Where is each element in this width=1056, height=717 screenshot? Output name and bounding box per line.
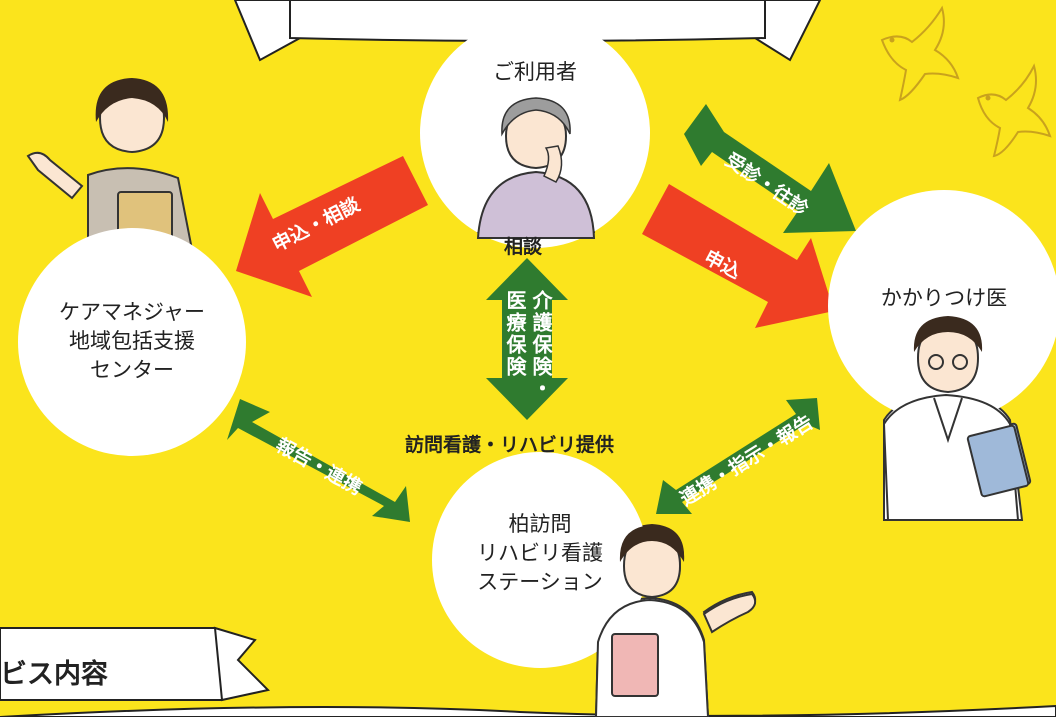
label-consult: 相談 xyxy=(504,236,543,258)
arrow-caremanager-station xyxy=(227,399,410,522)
station-line-3: ステーション xyxy=(477,570,603,594)
arrow-user-station xyxy=(486,258,568,420)
station-line-1: 柏訪問 xyxy=(508,512,572,536)
doctor-label: かかりつけ医 xyxy=(880,286,1008,310)
station-line-2: リハビリ看護 xyxy=(477,541,603,565)
arrow-user-to-doctor xyxy=(642,184,834,328)
label-insurance-left: 医療保険 xyxy=(503,290,527,378)
label-insurance-right: 介護保険・ xyxy=(529,290,553,400)
bird-icon xyxy=(880,5,960,102)
node-care-manager xyxy=(18,228,246,456)
node-user xyxy=(420,18,650,248)
care-manager-line-2: 地域包括支援 xyxy=(69,329,195,353)
bird-icon xyxy=(976,63,1052,158)
care-manager-label: ケアマネジャー 地域包括支援 センター xyxy=(18,298,246,385)
arrow-user-doctor xyxy=(684,104,856,233)
label-station-service: 訪問看護・リハビリ提供 xyxy=(405,434,615,456)
arrow-doctor-station xyxy=(656,398,820,514)
user-label: ご利用者 xyxy=(493,60,577,84)
arrow-user-to-caremanager xyxy=(236,156,428,297)
section-title: ビス内容 xyxy=(0,659,108,690)
care-manager-line-1: ケアマネジャー xyxy=(59,300,205,324)
bottom-ribbon xyxy=(0,704,1056,717)
section-banner xyxy=(0,626,271,702)
care-manager-line-3: センター xyxy=(90,358,174,382)
station-label: 柏訪問 リハビリ看護 ステーション xyxy=(432,510,648,597)
